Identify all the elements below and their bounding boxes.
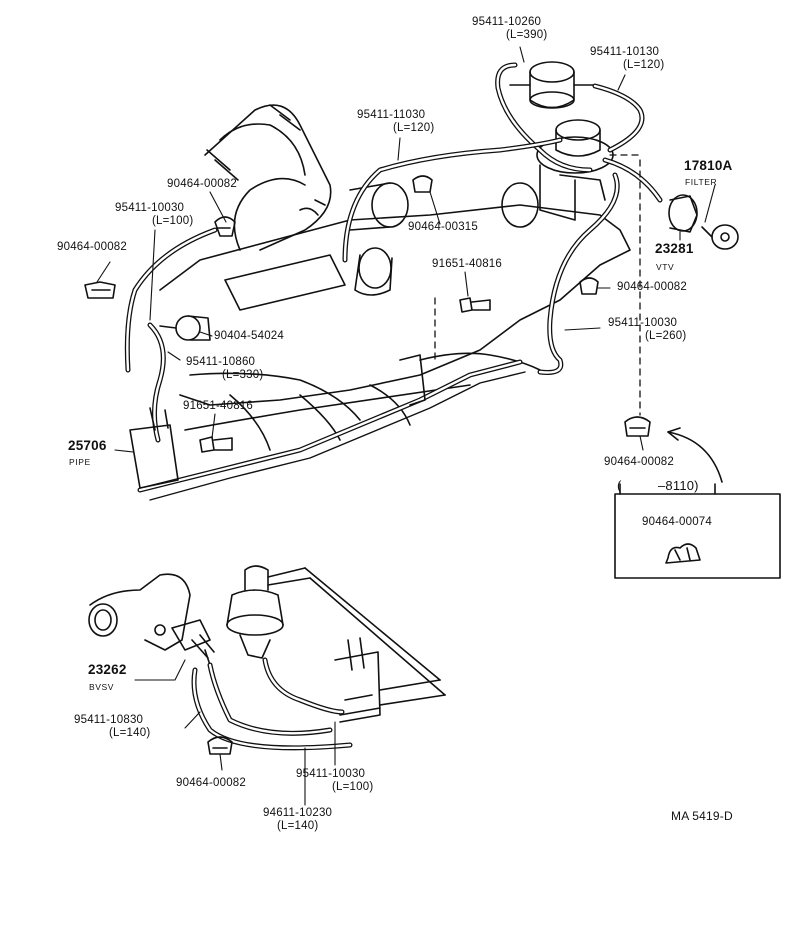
clip-90464-00082-a — [214, 216, 236, 237]
label-8110: –8110) — [658, 478, 699, 493]
label-95411-10830: 95411-10830 — [74, 714, 144, 726]
clip-90464-00082-b — [84, 281, 116, 299]
intake-plenum-outline — [159, 204, 631, 451]
label-90464-00082-d: 90464-00082 — [604, 456, 674, 468]
bvsv-23262 — [171, 619, 215, 666]
clip-90464-00074 — [665, 543, 701, 564]
label-95411-11030: 95411-11030 — [357, 109, 426, 121]
lower-bracket — [334, 637, 446, 723]
drawing-code: MA 5419-D — [671, 809, 733, 823]
label-95411-10130: 95411-10130 — [590, 46, 660, 58]
bolt-91651-40816-b — [199, 436, 233, 453]
label-95411-10030-b-length: (L=260) — [645, 330, 687, 342]
label-23262: 23262 — [88, 662, 127, 677]
label-95411-10130-length: (L=120) — [623, 59, 665, 71]
label-23281-name: VTV — [656, 262, 675, 272]
vacuum-diaphragm-lower — [226, 565, 446, 696]
hose-to-vtv — [602, 157, 663, 203]
label-90464-00315: 90464-00315 — [408, 221, 478, 233]
label-90464-00082-c: 90464-00082 — [617, 281, 687, 293]
pipe-bracket — [129, 407, 179, 489]
label-25706: 25706 — [68, 438, 107, 453]
clip-90464-00082-e — [207, 736, 233, 755]
label-91651-40816-a: 91651-40816 — [432, 258, 502, 270]
plenum-cylinder — [349, 182, 539, 296]
clip-90464-00082-d — [624, 416, 651, 437]
dashed-leaders — [434, 154, 641, 416]
label-90464-00082-b: 90464-00082 — [57, 241, 127, 253]
label-23281: 23281 — [655, 241, 694, 256]
water-outlet — [88, 573, 191, 651]
vsv-90404-54024 — [159, 315, 211, 341]
clip-90464-00082-c — [579, 277, 599, 295]
label-94611-10230-length: (L=140) — [277, 820, 319, 832]
clip-90464-00315 — [412, 175, 433, 193]
label-94611-10230: 94611-10230 — [263, 807, 333, 819]
label-95411-10030-b: 95411-10030 — [608, 317, 678, 329]
label-95411-10030-c-length: (L=100) — [332, 781, 374, 793]
label-95411-11030-length: (L=120) — [393, 122, 435, 134]
label-95411-10030-a: 95411-10030 — [115, 202, 185, 214]
label-23262-name: BVSV — [89, 682, 115, 692]
label-95411-10030-c: 95411-10030 — [296, 768, 366, 780]
inset-box — [614, 493, 781, 579]
arrow-8110 — [667, 431, 723, 483]
label-90464-00082-e: 90464-00082 — [176, 777, 246, 789]
label-95411-10860: 95411-10860 — [186, 356, 256, 368]
vtv-23281 — [668, 194, 698, 233]
hose-95411-10130 — [592, 83, 645, 153]
label-17810A-name: FILTER — [685, 177, 718, 187]
label-90464-00082-a: 90464-00082 — [167, 178, 237, 190]
label-95411-10260-length: (L=390) — [506, 29, 548, 41]
label-95411-10030-a-length: (L=100) — [152, 215, 194, 227]
air-cleaner-outline — [204, 104, 332, 251]
hose-95411-11030 — [342, 137, 563, 263]
leader-lines-upper — [96, 46, 716, 453]
label-25706-name: PIPE — [69, 457, 91, 467]
label-95411-10830-length: (L=140) — [109, 727, 151, 739]
pipe-25706 — [137, 359, 523, 493]
label-95411-10260: 95411-10260 — [472, 16, 542, 28]
label-95411-10860-length: (L=330) — [222, 369, 264, 381]
label-90404-54024: 90404-54024 — [214, 330, 284, 342]
filter-17810A — [701, 224, 739, 250]
label-8110-open: ( — [617, 478, 622, 493]
leader-lines-lower — [134, 659, 336, 806]
bolt-91651-40816-a — [459, 297, 491, 313]
label-90464-00074: 90464-00074 — [642, 516, 712, 528]
label-91651-40816-b: 91651-40816 — [183, 400, 253, 412]
label-17810A: 17810A — [684, 158, 733, 173]
